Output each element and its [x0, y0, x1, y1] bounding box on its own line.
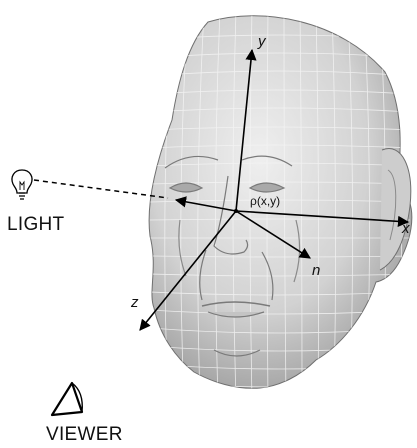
z-axis-label: z — [131, 294, 139, 311]
y-axis-label: y — [258, 33, 266, 50]
light-ray — [34, 180, 168, 198]
viewer-eye-cone-icon — [52, 383, 82, 415]
point-label: ρ(x,y) — [250, 194, 280, 208]
x-axis-label: x — [402, 220, 410, 237]
normal-label: n — [312, 262, 320, 279]
light-bulb-icon — [12, 170, 32, 199]
viewer-label: VIEWER — [46, 424, 123, 446]
head-mesh — [149, 10, 412, 400]
surface-point — [234, 209, 238, 213]
light-label: LIGHT — [7, 214, 64, 236]
